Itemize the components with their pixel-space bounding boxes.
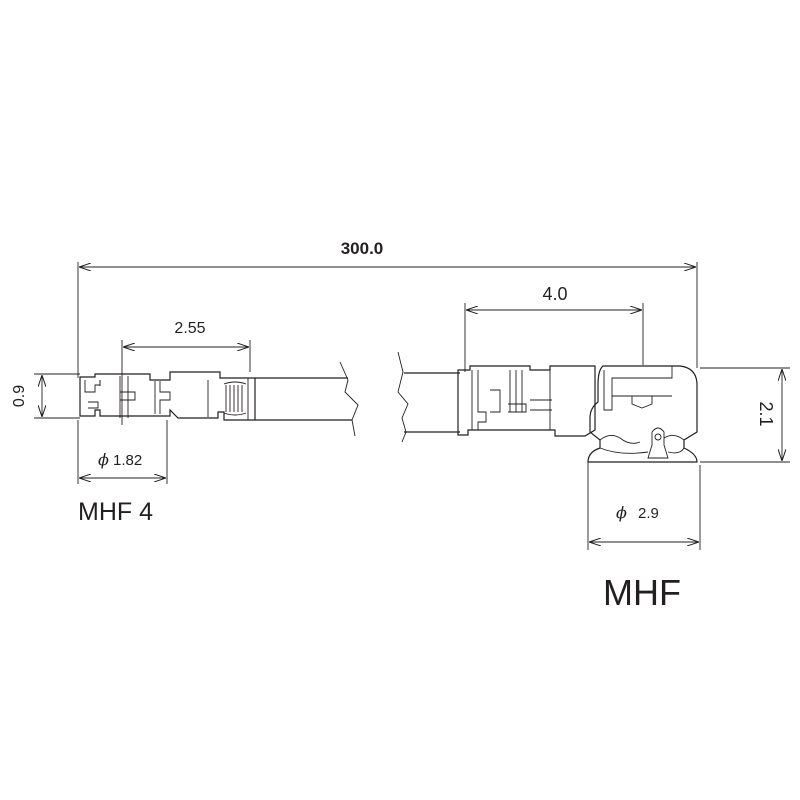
mhf-connector <box>397 351 698 463</box>
mhf-diameter-value: 2.9 <box>638 505 659 522</box>
mhf-diameter-dimension: ϕ 2.9 <box>587 462 701 550</box>
mhf-length-dimension: 4.0 <box>464 284 644 372</box>
mhf-label: MHF <box>603 572 681 613</box>
mhf-length-value: 4.0 <box>542 284 567 304</box>
mhf4-height-dimension: 0.9 <box>11 373 80 419</box>
mhf4-connector <box>79 361 359 437</box>
overall-length-dimension: 300.0 <box>77 239 698 378</box>
mhf4-diameter-value: 1.82 <box>113 452 142 469</box>
mhf4-diameter-dimension: ϕ 1.82 <box>77 420 168 484</box>
mhf-height-dimension: 2.1 <box>700 367 790 463</box>
mhf4-length-dimension: 2.55 <box>121 320 251 425</box>
mhf4-diameter-symbol: ϕ <box>98 450 109 469</box>
mhf-diameter-symbol: ϕ <box>616 503 627 522</box>
mhf4-height-value: 0.9 <box>11 385 28 407</box>
mhf4-length-value: 2.55 <box>174 320 205 337</box>
mhf-height-value: 2.1 <box>756 401 776 426</box>
mhf4-label: MHF 4 <box>78 498 153 526</box>
overall-length-value: 300.0 <box>341 239 384 258</box>
